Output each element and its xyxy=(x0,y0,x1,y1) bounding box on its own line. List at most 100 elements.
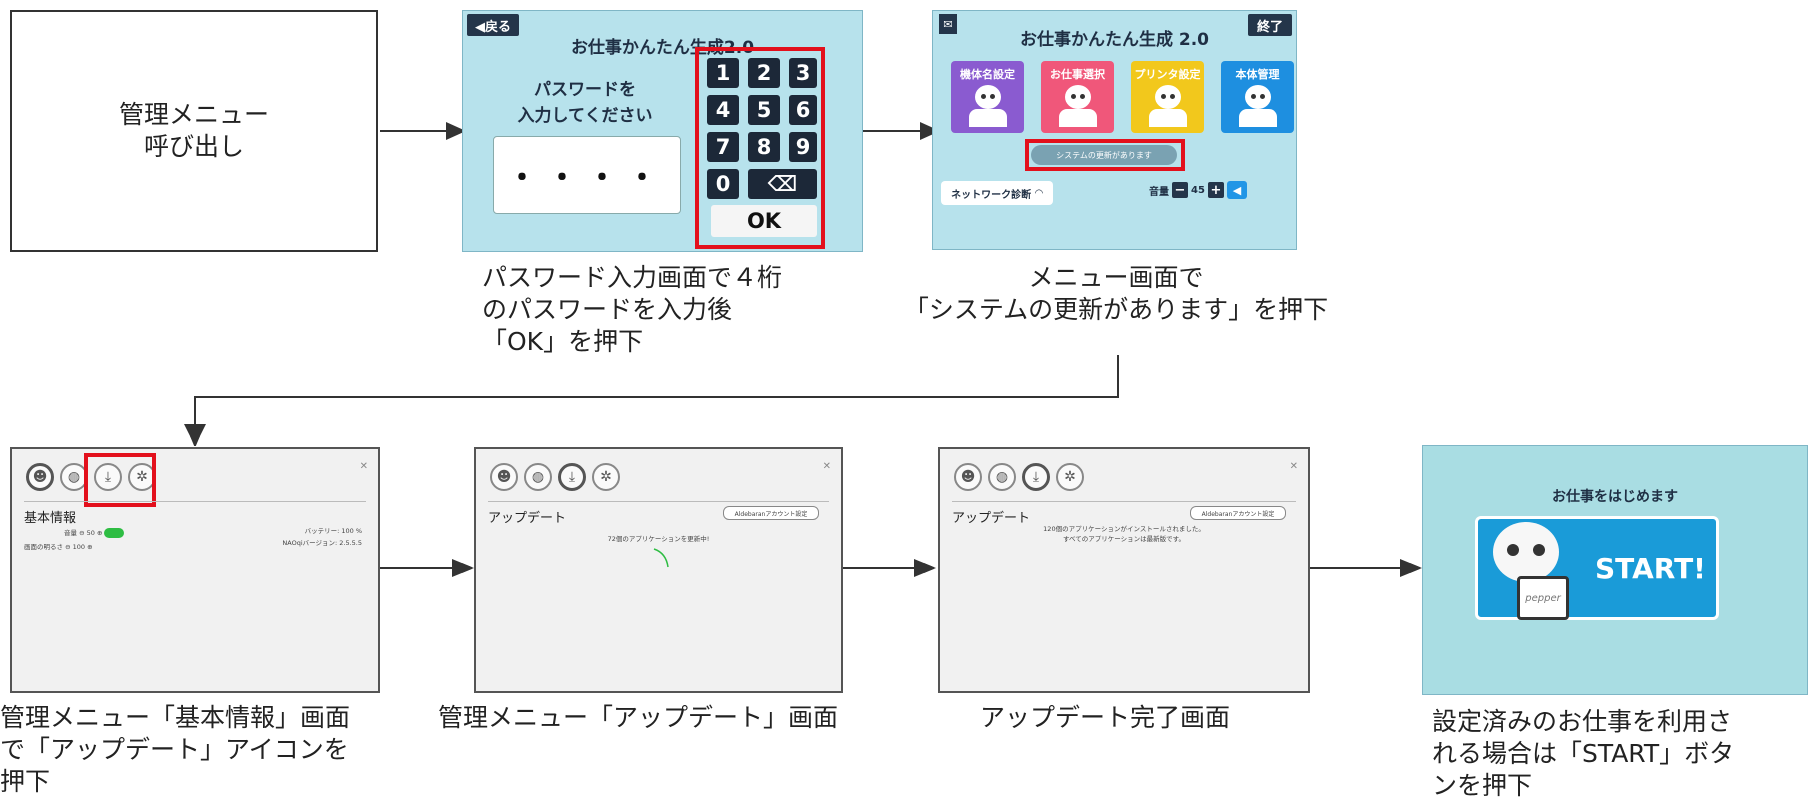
close-icon[interactable]: ✕ xyxy=(1289,461,1298,472)
robot-icon xyxy=(1155,85,1181,109)
highlight-update-icon xyxy=(84,453,156,507)
volume-minus-button[interactable]: − xyxy=(1172,182,1188,198)
volume-label: 音量 xyxy=(64,529,77,537)
loading-spinner-icon xyxy=(653,548,669,568)
updating-caption: 管理メニュー「アップデート」画面 xyxy=(438,703,839,732)
settings-tab-icon[interactable]: ✲ xyxy=(592,463,620,491)
menu-screen: ✉ お仕事かんたん生成 2.0 終了 機体名設定 お仕事選択 プリンタ設定 本体… xyxy=(932,10,1297,250)
password-caption-line3: 「OK」を押下 xyxy=(482,327,644,356)
globe-tab-icon[interactable]: ◍ xyxy=(988,463,1016,491)
start-message: お仕事をはじめます xyxy=(1552,489,1678,505)
menu-call-box: 管理メニュー 呼び出し xyxy=(10,10,378,252)
robot-tab-icon[interactable]: ☻ xyxy=(490,463,518,491)
volume-label: 音量 xyxy=(1149,186,1169,198)
section-title: 基本情報 xyxy=(24,511,77,526)
close-icon[interactable]: ✕ xyxy=(359,461,368,472)
tile-device-name[interactable]: 機体名設定 xyxy=(951,61,1024,133)
ok-button[interactable]: OK xyxy=(711,205,817,237)
divider xyxy=(24,501,366,502)
tile-device-name-label: 機体名設定 xyxy=(960,68,1015,81)
tile-printer[interactable]: プリンタ設定 xyxy=(1131,61,1204,133)
menu-caption-line1: メニュー画面で xyxy=(1028,263,1204,292)
speaker-icon[interactable]: ◀ xyxy=(1226,181,1247,199)
divider xyxy=(488,501,829,502)
end-button[interactable]: 終了 xyxy=(1248,14,1292,36)
start-button-label: START! xyxy=(1595,552,1706,585)
key-2[interactable]: 2 xyxy=(748,58,780,88)
volume-control: 音量 − 45 + ◀ xyxy=(1149,181,1247,199)
toggle-switch[interactable] xyxy=(104,528,125,538)
key-7[interactable]: 7 xyxy=(707,132,739,162)
naoqi-version: NAOqiバージョン: 2.5.5.5 xyxy=(282,539,362,547)
basic-caption-line2: で「アップデート」アイコンを xyxy=(0,735,349,764)
start-caption: 設定済みのお仕事を利用さ れる場合は「START」ボタ ンを押下 xyxy=(1432,706,1734,802)
system-update-button[interactable]: システムの更新があります xyxy=(1031,145,1177,165)
updated-screen: ☻ ◍ ⤓ ✲ ✕ アップデート Aldebaranアカウント設定 120個のア… xyxy=(938,447,1310,693)
account-settings-button[interactable]: Aldebaranアカウント設定 xyxy=(723,506,819,520)
start-screen: お仕事をはじめます pepper START! xyxy=(1422,445,1808,695)
key-9[interactable]: 9 xyxy=(789,132,817,162)
divider xyxy=(952,501,1296,502)
robot-icon xyxy=(1245,85,1271,109)
volume-row: 音量 ⊖ 50 ⊕ xyxy=(64,527,125,538)
password-prompt: パスワードを 入力してください xyxy=(485,77,685,129)
password-field[interactable]: ・・・・ xyxy=(493,136,681,214)
update-complete-line2: すべてのアプリケーションは最新版です。 xyxy=(1062,535,1185,543)
globe-tab-icon[interactable]: ◍ xyxy=(524,463,552,491)
robot-tab-icon[interactable]: ☻ xyxy=(954,463,982,491)
menu-call-line1: 管理メニュー xyxy=(118,100,269,129)
brightness-label: 画面の明るさ xyxy=(24,543,63,551)
updating-screen: ☻ ◍ ⤓ ✲ ✕ アップデート Aldebaranアカウント設定 72個のアプ… xyxy=(474,447,843,693)
robot-tab-icon[interactable]: ☻ xyxy=(26,463,54,491)
key-4[interactable]: 4 xyxy=(707,95,739,125)
tile-printer-label: プリンタ設定 xyxy=(1134,68,1201,81)
prompt-line2: 入力してください xyxy=(517,106,653,126)
back-button[interactable]: ◀戻る xyxy=(467,14,519,36)
backspace-key[interactable]: ⌫ xyxy=(748,169,817,199)
network-diagnosis-button[interactable]: ネットワーク診断 ◠ xyxy=(941,181,1053,205)
robot-icon xyxy=(1065,85,1091,109)
settings-tab-icon[interactable]: ✲ xyxy=(128,463,156,491)
highlight-update xyxy=(1025,139,1185,171)
menu-title: お仕事かんたん生成 2.0 xyxy=(1019,30,1210,50)
robot-body xyxy=(969,109,1007,127)
menu-call-line2: 呼び出し xyxy=(143,132,244,161)
tile-device-manage-label: 本体管理 xyxy=(1235,68,1280,81)
settings-tab-icon[interactable]: ✲ xyxy=(1056,463,1084,491)
pepper-tablet: pepper xyxy=(1517,576,1569,620)
key-8[interactable]: 8 xyxy=(748,132,780,162)
update-status: 72個のアプリケーションを更新中! xyxy=(607,535,710,543)
account-settings-button[interactable]: Aldebaranアカウント設定 xyxy=(1190,506,1286,520)
update-tab-icon[interactable]: ⤓ xyxy=(558,463,586,491)
app-title: お仕事かんたん生成2.0 xyxy=(570,38,755,58)
password-caption: パスワード入力画面で４桁 のパスワードを入力後 「OK」を押下 xyxy=(482,262,782,358)
brightness-value: 100 xyxy=(72,543,86,551)
close-icon[interactable]: ✕ xyxy=(822,461,831,472)
prompt-line1: パスワードを xyxy=(534,80,636,100)
robot-body xyxy=(1059,109,1097,127)
basic-info-screen: ☻ ◍ ⤓ ✲ ✕ 基本情報 音量 ⊖ 50 ⊕ 画面の明るさ ⊖ 100 ⊕ … xyxy=(10,447,380,693)
network-label: ネットワーク診断 xyxy=(951,189,1032,201)
section-title: アップデート xyxy=(952,511,1031,526)
key-3[interactable]: 3 xyxy=(789,58,817,88)
update-tab-icon[interactable]: ⤓ xyxy=(94,463,122,491)
mail-icon[interactable]: ✉ xyxy=(939,14,957,34)
tile-device-manage[interactable]: 本体管理 xyxy=(1221,61,1294,133)
key-1[interactable]: 1 xyxy=(707,58,739,88)
key-6[interactable]: 6 xyxy=(789,95,817,125)
key-0[interactable]: 0 xyxy=(707,169,739,199)
robot-body xyxy=(1239,109,1277,127)
menu-caption-line2: 「システムの更新があります」を押下 xyxy=(903,295,1329,324)
password-caption-line2: のパスワードを入力後 xyxy=(482,295,733,324)
basic-caption-line3: 押下 xyxy=(0,767,51,796)
password-screen: ◀戻る お仕事かんたん生成2.0 パスワードを 入力してください ・・・・ 1 … xyxy=(462,10,863,252)
start-caption-line2: れる場合は「START」ボタ xyxy=(1432,739,1735,768)
volume-value: 50 xyxy=(86,529,95,537)
brightness-row: 画面の明るさ ⊖ 100 ⊕ xyxy=(24,543,93,551)
volume-plus-button[interactable]: + xyxy=(1207,182,1224,198)
key-5[interactable]: 5 xyxy=(748,95,780,125)
update-tab-icon[interactable]: ⤓ xyxy=(1022,463,1050,491)
tile-job-select[interactable]: お仕事選択 xyxy=(1041,61,1114,133)
robot-icon xyxy=(975,85,1001,109)
section-title: アップデート xyxy=(488,511,567,526)
